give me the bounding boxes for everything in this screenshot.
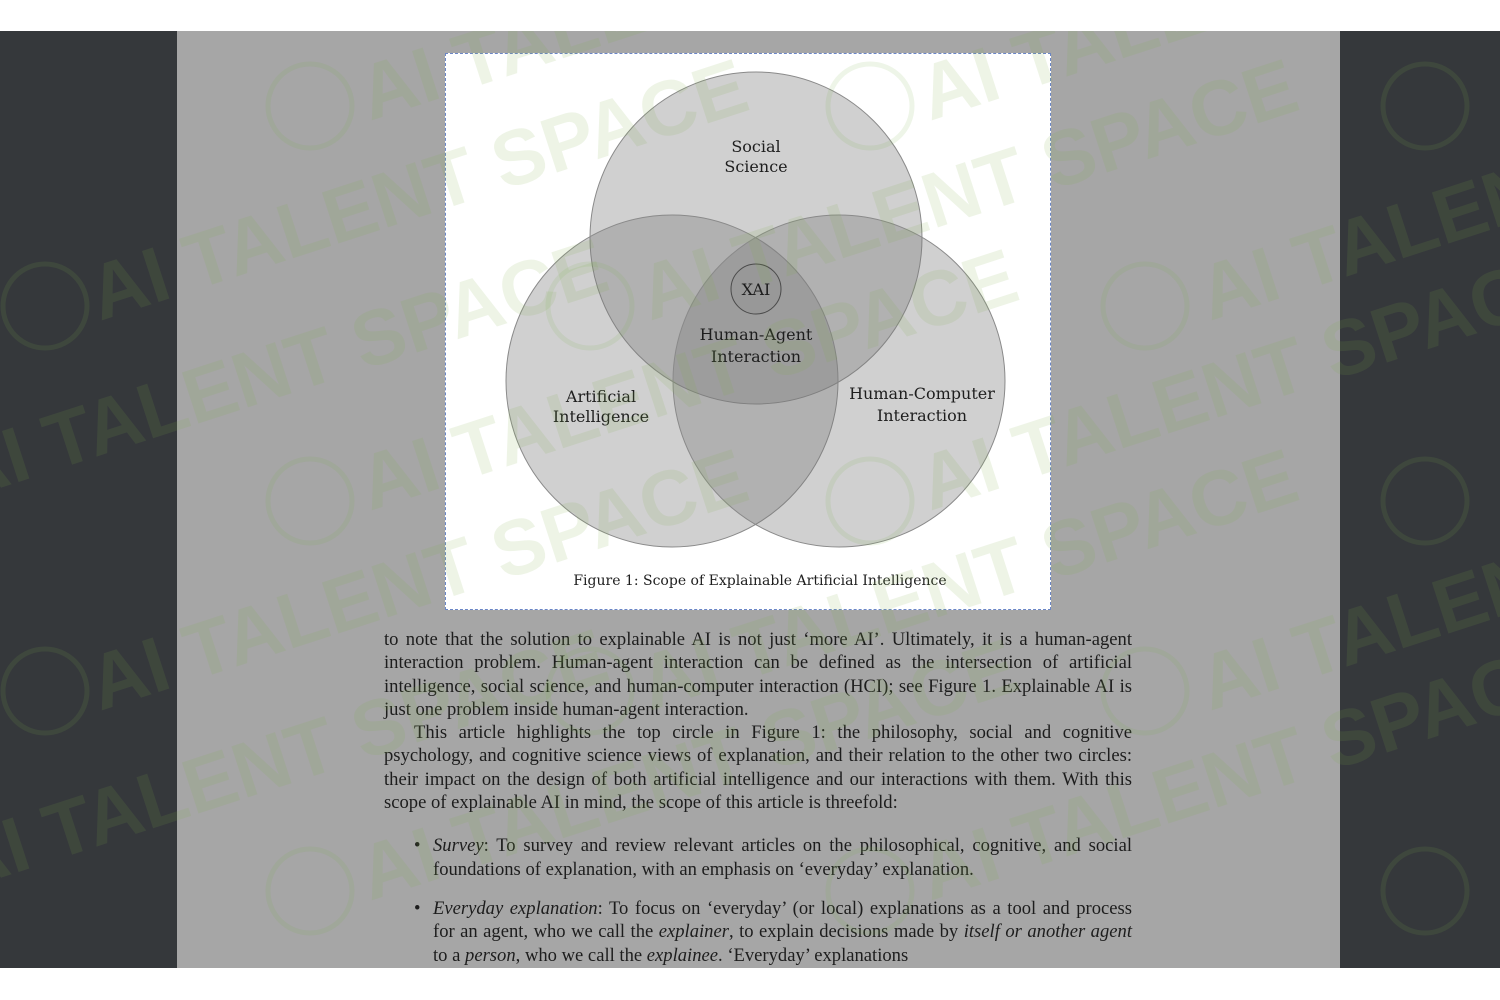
human-computer-interaction-label-line-1: Human-Computer <box>849 384 995 403</box>
bullet-marker: • <box>414 835 421 857</box>
document-viewer[interactable]: Social Science XAI Human-Agent Interacti… <box>0 31 1500 968</box>
everyday-text-2: , to explain decisions made by <box>728 921 964 943</box>
paragraph-1: to note that the solution to explainable… <box>384 629 1132 720</box>
artificial-intelligence-label-line-1: Artificial <box>565 387 636 406</box>
everyday-text-1: : To focus on ‘everyday’ (or local) expl… <box>433 897 1132 943</box>
venn-diagram: Social Science XAI Human-Agent Interacti… <box>505 71 1006 589</box>
human-computer-interaction-circle <box>672 214 1006 548</box>
xai-label: XAI <box>742 280 771 299</box>
survey-term: Survey <box>433 835 484 857</box>
figure-selection-box[interactable]: Social Science XAI Human-Agent Interacti… <box>445 53 1051 610</box>
social-science-label-line-1: Social <box>731 137 780 156</box>
human-agent-interaction-label-line-2: Interaction <box>711 347 801 366</box>
document-page: Social Science XAI Human-Agent Interacti… <box>177 31 1340 968</box>
social-science-label-line-2: Science <box>724 157 787 176</box>
everyday-explanation-term: Everyday explanation <box>433 897 598 919</box>
xai-circle <box>730 263 782 315</box>
everyday-text-5: . ‘Everyday’ explanations <box>718 944 909 966</box>
artificial-intelligence-label-line-2: Intelligence <box>553 407 649 426</box>
survey-description: : To survey and review relevant articles… <box>433 835 1132 880</box>
bullet-marker: • <box>414 897 421 919</box>
person-term: person <box>465 944 516 966</box>
list-item-survey: • Survey: To survey and review relevant a… <box>384 834 1132 881</box>
human-computer-interaction-label-line-2: Interaction <box>877 406 967 425</box>
body-text: to note that the solution to explainable… <box>384 628 1132 968</box>
scope-list: • Survey: To survey and review relevant a… <box>384 834 1132 966</box>
figure-caption: Figure 1: Scope of Explainable Artificia… <box>573 573 946 589</box>
everyday-text-3: to a <box>433 944 466 966</box>
explainee-term: explainee <box>646 944 719 966</box>
human-agent-interaction-label-line-1: Human-Agent <box>700 325 813 344</box>
artificial-intelligence-circle <box>505 214 839 548</box>
paragraph-2: This article highlights the top circle i… <box>384 722 1132 814</box>
list-item-everyday-explanation: • Everyday explanation: To focus on ‘ever… <box>384 897 1132 967</box>
explainer-term: explainer <box>658 921 729 943</box>
itself-or-another-agent-term: itself or another agent <box>963 921 1132 943</box>
everyday-text-4: , who we call the <box>515 944 647 966</box>
